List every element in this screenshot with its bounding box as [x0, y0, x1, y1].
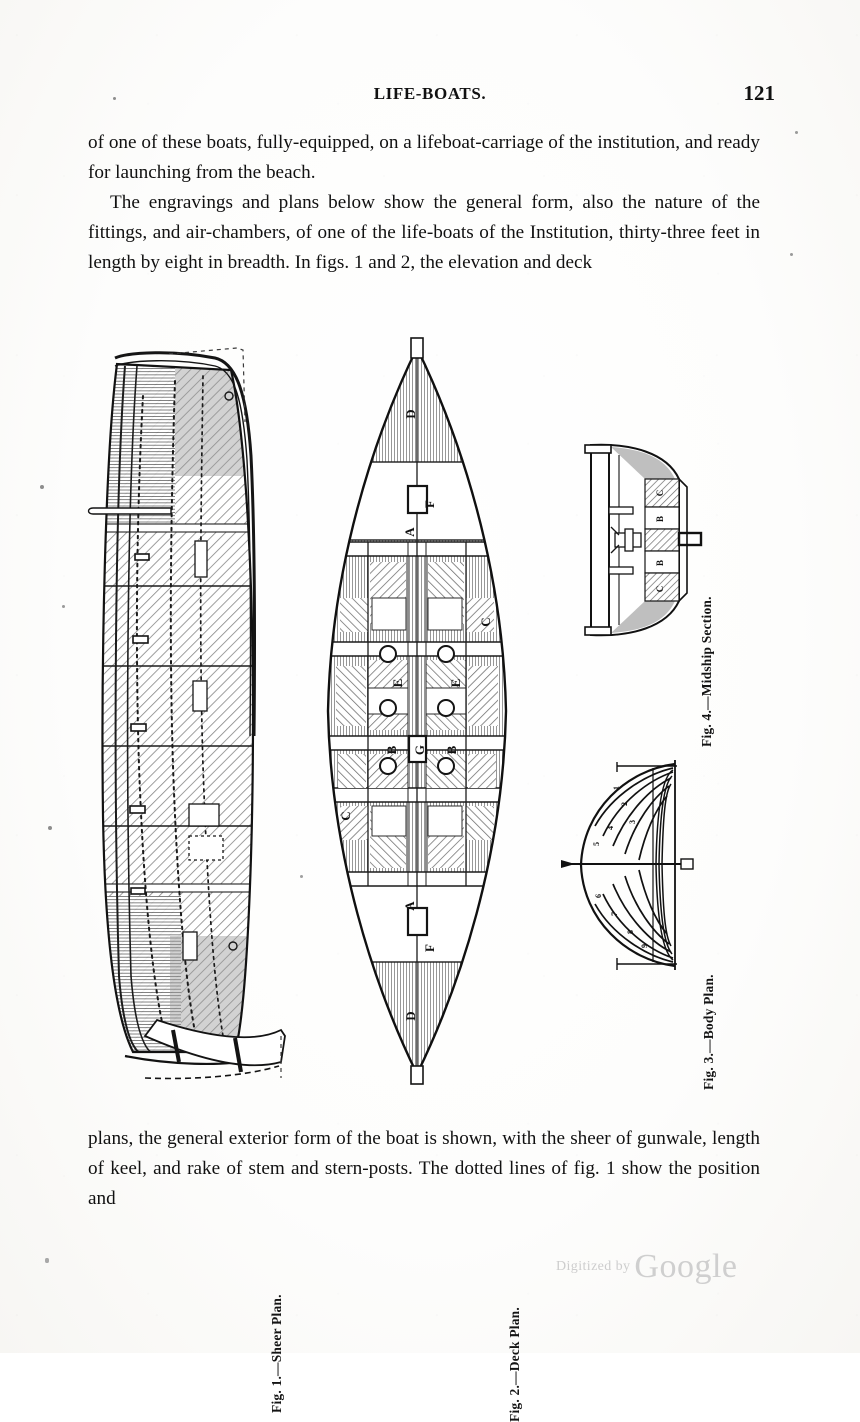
figure-midship-section: C B B C Fig. 4.—Midship Section.	[575, 435, 715, 747]
svg-text:2: 2	[620, 802, 629, 806]
deck-label-E2: E	[448, 679, 463, 688]
scan-speck	[300, 875, 303, 878]
midship-label-C: C	[655, 490, 665, 497]
midship-section-drawing: C B B C	[584, 443, 703, 637]
svg-text:4: 4	[606, 826, 615, 830]
body-text-top: of one of these boats, fully-equipped, o…	[88, 128, 760, 278]
deck-label-C2: C	[338, 811, 353, 820]
deck-label-C: C	[478, 617, 493, 626]
scan-speck	[48, 826, 52, 830]
sheer-plan-drawing	[87, 347, 286, 1080]
scan-speck	[795, 131, 798, 134]
deck-plan-drawing: D F A C E E B G B C A F D	[326, 337, 508, 1085]
svg-text:7: 7	[610, 912, 619, 916]
deck-label-B2: B	[444, 745, 459, 754]
scan-speck	[45, 1258, 49, 1263]
midship-label-B: B	[655, 516, 665, 522]
page-number: 121	[743, 81, 776, 105]
svg-text:6: 6	[594, 894, 603, 898]
figure-plate: Fig. 1.—Sheer Plan.	[85, 330, 775, 1422]
body-text-bottom: plans, the general exterior form of the …	[88, 1124, 760, 1214]
scan-speck	[790, 253, 793, 256]
svg-text:3: 3	[628, 820, 637, 824]
fig2-caption: Fig. 2.—Deck Plan.	[507, 1307, 522, 1422]
deck-label-F2: F	[422, 944, 437, 952]
deck-label-A: A	[402, 527, 417, 537]
deck-label-B: B	[384, 745, 399, 754]
paragraph-continuation: of one of these boats, fully-equipped, o…	[88, 132, 760, 184]
midship-label-C2: C	[655, 586, 665, 593]
deck-label-A2: A	[402, 901, 417, 911]
fig4-caption: Fig. 4.—Midship Section.	[699, 596, 714, 747]
scan-speck	[40, 485, 44, 489]
running-head: LIFE-BOATS. 121	[85, 81, 776, 110]
figure-body-plan: 1 2 3 4 5 6 7 8 9 Fig. 3.—Body Plan.	[555, 750, 720, 1090]
midship-label-B2: B	[655, 560, 665, 566]
figure-deck-plan: D F A C E E B G B C A F D Fig. 2.—Deck P…	[310, 336, 525, 1422]
svg-text:9: 9	[640, 944, 649, 948]
deck-label-D2: D	[403, 1011, 418, 1020]
scan-speck	[62, 605, 65, 608]
running-head-title: LIFE-BOATS.	[373, 84, 487, 103]
deck-label-D: D	[403, 409, 418, 418]
deck-label-E: E	[390, 679, 405, 688]
paragraph-engravings: The engravings and plans below show the …	[88, 192, 760, 274]
body-plan-drawing: 1 2 3 4 5 6 7 8 9	[561, 760, 694, 970]
watermark-prefix: Digitized by	[556, 1259, 631, 1274]
digitized-by-google-watermark: Digitized by Google	[556, 1248, 738, 1286]
paragraph-plans: plans, the general exterior form of the …	[88, 1128, 760, 1210]
scan-speck	[113, 97, 116, 100]
svg-text:1: 1	[612, 786, 621, 790]
svg-text:5: 5	[592, 842, 601, 846]
fig1-caption: Fig. 1.—Sheer Plan.	[269, 1294, 284, 1413]
watermark-brand: Google	[634, 1248, 738, 1285]
fig3-caption: Fig. 3.—Body Plan.	[701, 974, 716, 1090]
deck-label-G: G	[412, 745, 427, 755]
svg-text:8: 8	[626, 930, 635, 934]
figure-sheer-plan: Fig. 1.—Sheer Plan.	[85, 336, 290, 1413]
deck-label-F: F	[422, 500, 437, 508]
